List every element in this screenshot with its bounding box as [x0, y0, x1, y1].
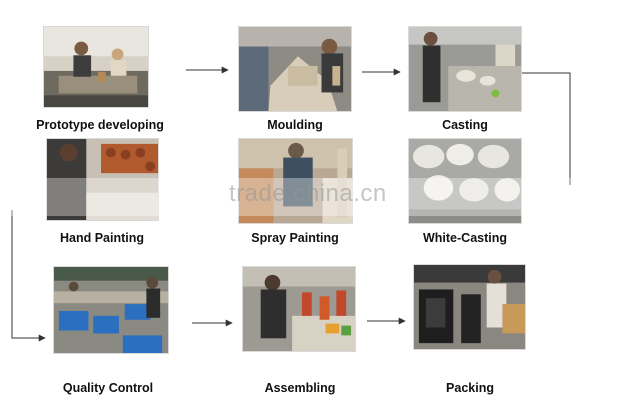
photo-casting	[408, 26, 522, 112]
step-label-white-casting: White-Casting	[422, 231, 508, 245]
step-label-quality-control: Quality Control	[62, 381, 154, 395]
step-label-prototype-developing: Prototype developing	[36, 118, 164, 132]
photo-moulding	[238, 26, 352, 112]
connector-left-down	[11, 210, 46, 342]
watermark-band	[0, 178, 632, 216]
photo-prototype-developing	[43, 26, 149, 108]
step-label-packing: Packing	[446, 381, 494, 395]
watermark-text: trade.china.cn	[229, 180, 387, 207]
connector-casting-right	[522, 72, 571, 185]
photo-assembling	[242, 266, 356, 352]
photo-spray-painting	[238, 138, 353, 224]
photo-white-casting	[408, 138, 522, 224]
photo-packing	[413, 264, 526, 350]
step-label-assembling: Assembling	[264, 381, 336, 395]
step-label-casting: Casting	[442, 118, 488, 132]
step-label-hand-painting: Hand Painting	[59, 231, 145, 245]
step-label-spray-painting: Spray Painting	[251, 231, 339, 245]
photo-quality-control	[53, 266, 169, 354]
step-label-moulding: Moulding	[267, 118, 323, 132]
photo-hand-painting	[46, 138, 159, 221]
